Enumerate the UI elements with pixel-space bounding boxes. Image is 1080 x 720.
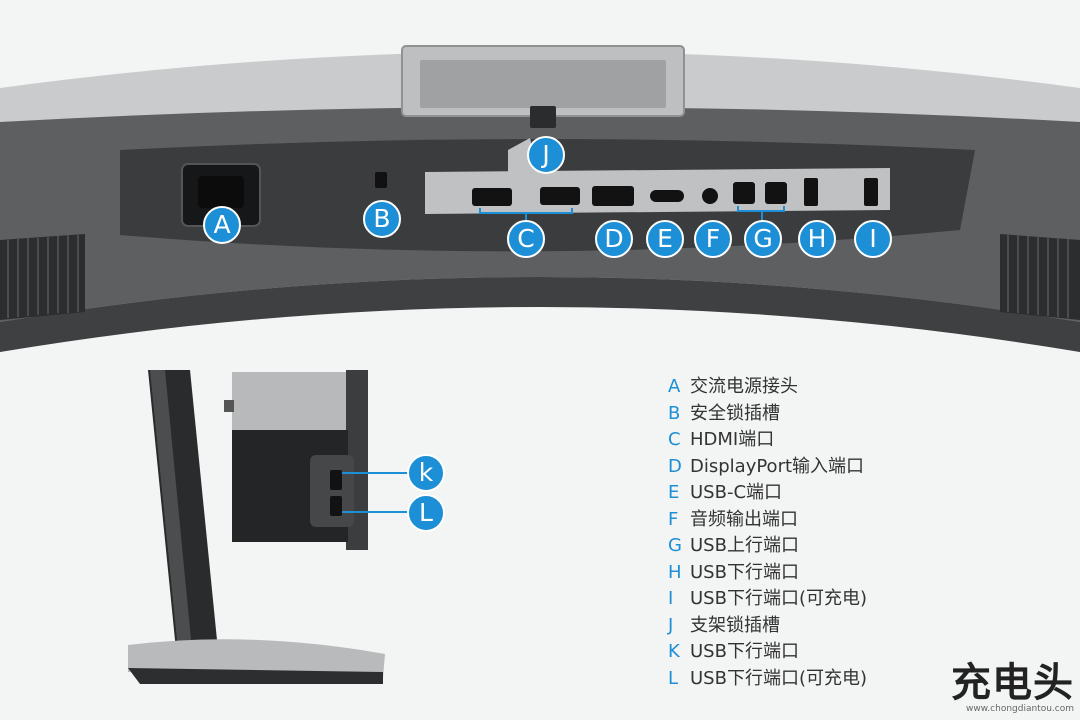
legend-desc: USB下行端口 xyxy=(690,561,799,583)
legend-desc: 音频输出端口 xyxy=(690,508,798,530)
side-usb-port-l xyxy=(330,496,342,516)
legend-item: J 支架锁插槽 xyxy=(668,613,928,640)
legend-desc: DisplayPort输入端口 xyxy=(690,455,865,477)
legend-item: D DisplayPort输入端口 xyxy=(668,454,928,481)
legend-desc: USB-C端口 xyxy=(690,482,783,503)
left-vent xyxy=(0,234,85,320)
usb-downstream-port xyxy=(804,178,818,206)
legend-item: F 音频输出端口 xyxy=(668,507,928,534)
usb-c-port xyxy=(650,190,684,202)
legend-desc: 支架锁插槽 xyxy=(690,614,780,636)
marker-a: A xyxy=(203,206,241,244)
marker-b: B xyxy=(363,200,401,238)
legend-letter: C xyxy=(668,429,681,450)
marker-f: F xyxy=(694,220,732,258)
watermark-logo-text: 充电头 xyxy=(951,660,1074,706)
hdmi-port-2 xyxy=(540,187,580,205)
legend-letter: I xyxy=(668,588,674,609)
legend-item: C HDMI端口 xyxy=(668,427,928,454)
legend-letter: B xyxy=(668,402,681,424)
marker-i: I xyxy=(854,220,892,258)
marker-d: D xyxy=(595,220,633,258)
usb-upstream-port-1 xyxy=(733,182,755,204)
legend-desc: USB下行端口(可充电) xyxy=(690,667,867,689)
stand-lock-slot xyxy=(530,106,556,128)
legend-item: I USB下行端口(可充电) xyxy=(668,586,928,613)
marker-j: J xyxy=(527,136,565,174)
displayport-port xyxy=(592,186,634,206)
watermark: 充电头 www.chongdiantou.com xyxy=(951,662,1074,714)
legend-desc: 交流电源接头 xyxy=(690,376,798,397)
monitor-bottom-rim xyxy=(0,277,1080,352)
stand-base xyxy=(128,639,385,678)
legend-item: B 安全锁插槽 xyxy=(668,401,928,428)
marker-c: C xyxy=(507,220,545,258)
marker-k: k xyxy=(407,454,445,492)
legend-letter: F xyxy=(668,508,679,530)
marker-l: L xyxy=(407,494,445,532)
usb-downstream-charging-port xyxy=(864,178,878,206)
legend-item: K USB下行端口 xyxy=(668,639,928,666)
hdmi-port-1 xyxy=(472,188,512,206)
audio-out-jack xyxy=(702,188,718,204)
legend-item: H USB下行端口 xyxy=(668,560,928,587)
legend-desc: USB下行端口(可充电) xyxy=(690,588,867,609)
legend-item: E USB-C端口 xyxy=(668,480,928,507)
usb-upstream-port-2 xyxy=(765,182,787,204)
monitor-side-view xyxy=(224,370,408,550)
marker-g: G xyxy=(744,220,782,258)
legend-letter: L xyxy=(668,667,679,689)
marker-e: E xyxy=(646,220,684,258)
security-lock-slot xyxy=(375,172,387,188)
legend-desc: USB下行端口 xyxy=(690,641,799,662)
legend-letter: G xyxy=(668,535,682,556)
marker-h: H xyxy=(798,220,836,258)
legend-item: G USB上行端口 xyxy=(668,533,928,560)
legend-letter: D xyxy=(668,455,682,477)
legend-letter: A xyxy=(668,376,681,397)
legend-desc: USB上行端口 xyxy=(690,535,799,556)
legend-desc: 安全锁插槽 xyxy=(690,402,780,424)
legend-letter: H xyxy=(668,561,682,583)
legend-letter: K xyxy=(668,641,680,662)
legend-letter: E xyxy=(668,482,680,503)
side-usb-port-k xyxy=(330,470,342,490)
legend-item: L USB下行端口(可充电) xyxy=(668,666,928,693)
side-usb-panel xyxy=(310,455,354,527)
legend-desc: HDMI端口 xyxy=(690,429,775,450)
stand-side-view xyxy=(128,370,385,684)
watermark-url: www.chongdiantou.com xyxy=(966,704,1074,714)
legend-item: A 交流电源接头 xyxy=(668,374,928,401)
right-vent xyxy=(1000,234,1080,320)
legend-letter: J xyxy=(668,614,674,636)
